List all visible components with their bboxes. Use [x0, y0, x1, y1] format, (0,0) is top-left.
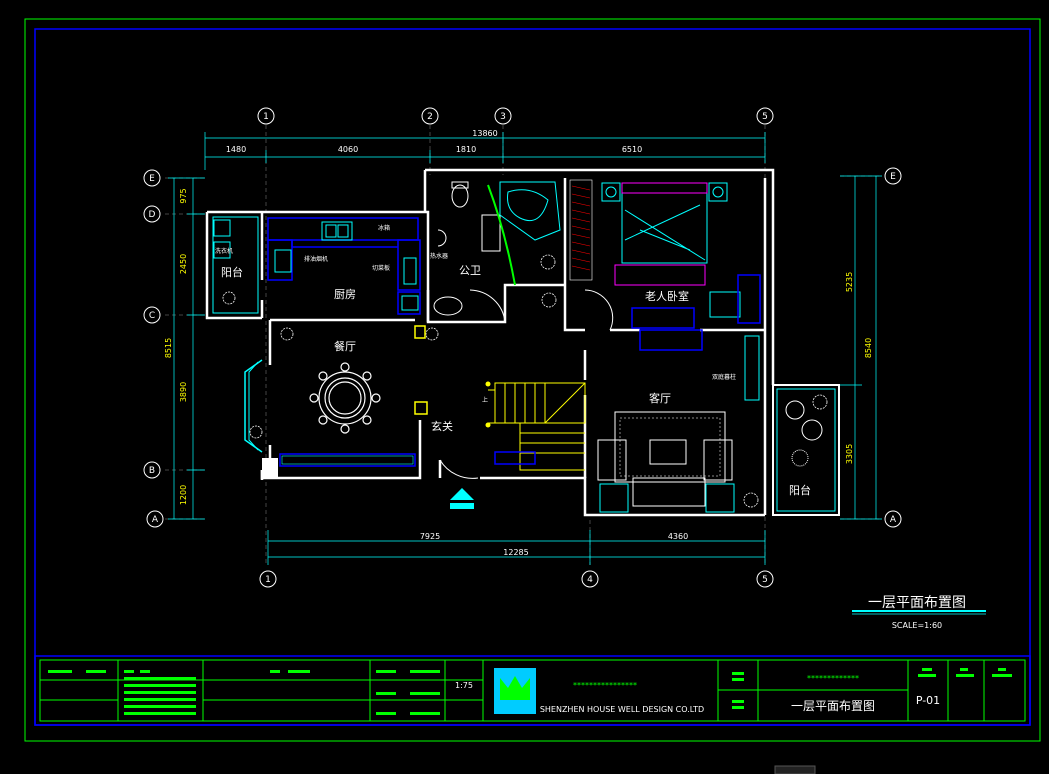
dim-left-1: 975 [179, 188, 188, 203]
dining-table [309, 362, 381, 434]
drawing-scale: SCALE=1:60 [892, 621, 942, 630]
label-bathroom: 公卫 [459, 264, 481, 277]
bathroom-fixtures [433, 181, 506, 323]
dimension-top [204, 132, 766, 170]
dim-top-4: 6510 [622, 145, 642, 154]
outer-frame [24, 18, 1041, 742]
dim-right-2: 3305 [845, 444, 854, 464]
company-logo [494, 668, 536, 714]
drawing-title: 一层平面布置图 [868, 595, 966, 611]
svg-text:A: A [890, 515, 897, 525]
svg-text:E: E [149, 174, 155, 184]
kitchen-fixtures [213, 219, 419, 311]
svg-text:3: 3 [500, 112, 506, 122]
living-room-furniture [597, 335, 760, 513]
svg-text:E: E [890, 172, 896, 182]
dim-right-total: 8540 [864, 338, 873, 358]
wardrobe [569, 179, 593, 281]
dim-left-3: 3890 [179, 382, 188, 402]
tv-unit-bedroom [631, 307, 703, 351]
dining-sideboard [279, 453, 416, 467]
axis-bubble-bottom-5: 5 [756, 570, 774, 588]
dim-top-3: 1810 [456, 145, 476, 154]
svg-text:2: 2 [427, 112, 433, 122]
svg-text:C: C [149, 311, 155, 321]
dim-right-1: 5235 [845, 272, 854, 292]
entry-column [262, 458, 278, 478]
dim-top-2: 4060 [338, 145, 358, 154]
bedroom-door [584, 289, 614, 331]
title-block-drawing-no: P-01 [916, 694, 940, 707]
right-balcony [772, 384, 840, 516]
dim-top-total: 13860 [472, 129, 497, 138]
staircase [494, 382, 586, 471]
label-dining: 餐厅 [334, 339, 356, 353]
svg-text:5: 5 [762, 112, 768, 122]
label-stair-up: 上 [482, 396, 488, 404]
svg-text:A: A [152, 515, 159, 525]
project-stars: ************* [807, 674, 859, 683]
label-water-heater: 热水器 [430, 252, 448, 260]
company-name: SHENZHEN HOUSE WELL DESIGN CO.LTD [540, 705, 704, 714]
dimension-right [840, 175, 882, 520]
label-foyer: 玄关 [431, 419, 453, 433]
status-bar-fragment [774, 765, 816, 774]
plants [222, 254, 828, 508]
title-block-redacted-lines [48, 668, 1012, 715]
dim-left-4: 1200 [179, 485, 188, 505]
label-tv-cabinet: 双庭暮柱 [712, 373, 736, 381]
title-block-drawing-name: 一层平面布置图 [791, 699, 875, 713]
dimension-bottom [267, 530, 766, 565]
label-balcony-right: 阳台 [789, 483, 811, 497]
svg-text:5: 5 [762, 575, 768, 585]
axis-bubble-right-E: E [884, 167, 902, 185]
shower-partition [487, 184, 516, 286]
bay-window [244, 359, 263, 453]
label-washer: 洗衣机 [215, 247, 233, 255]
balcony-chairs [785, 400, 823, 467]
label-living: 客厅 [649, 391, 671, 405]
walls [205, 168, 775, 517]
title-block-scale: 1:75 [455, 681, 473, 690]
dim-left-2: 2450 [179, 254, 188, 274]
dim-bottom-2: 4360 [668, 532, 688, 541]
dim-left-total: 8515 [164, 338, 173, 358]
dim-bottom-1: 7925 [420, 532, 440, 541]
svg-text:4: 4 [587, 575, 593, 585]
label-cabinet: 切菜板 [372, 264, 390, 272]
axis-bubble-left-E: E [143, 169, 161, 187]
axis-bubble-bottom-4: 4 [581, 570, 599, 588]
dimension-left [168, 177, 205, 520]
column-marker-2 [414, 401, 428, 415]
axis-bubble-top-1: 1 [257, 107, 275, 125]
company-stars: **************** [573, 681, 637, 690]
axis-bubble-top-3: 3 [494, 107, 512, 125]
dim-bottom-total: 12285 [503, 548, 528, 557]
axis-bubble-left-C: C [143, 306, 161, 324]
label-elder-bedroom: 老人卧室 [645, 289, 689, 303]
bed [601, 182, 761, 324]
label-hood: 排油烟机 [304, 255, 328, 263]
svg-text:1: 1 [265, 575, 271, 585]
axis-bubble-left-D: D [143, 205, 161, 223]
inner-frame [34, 28, 1031, 726]
svg-text:D: D [149, 210, 156, 220]
axis-bubble-right-A: A [884, 510, 902, 528]
entry-door [439, 459, 479, 479]
label-fridge: 冰箱 [378, 224, 390, 232]
entry-arrow-icon [450, 488, 474, 509]
axis-bubble-bottom-1: 1 [259, 570, 277, 588]
dim-top-1: 1480 [226, 145, 246, 154]
svg-text:1: 1 [263, 112, 269, 122]
label-balcony-left: 阳台 [221, 265, 243, 279]
label-kitchen: 厨房 [334, 288, 356, 301]
axis-bubble-top-5: 5 [756, 107, 774, 125]
axis-bubble-left-A: A [146, 510, 164, 528]
column-marker [414, 325, 426, 339]
axis-bubble-top-2: 2 [421, 107, 439, 125]
svg-text:B: B [149, 466, 155, 476]
jacuzzi [499, 181, 561, 241]
axis-bubble-left-B: B [143, 461, 161, 479]
